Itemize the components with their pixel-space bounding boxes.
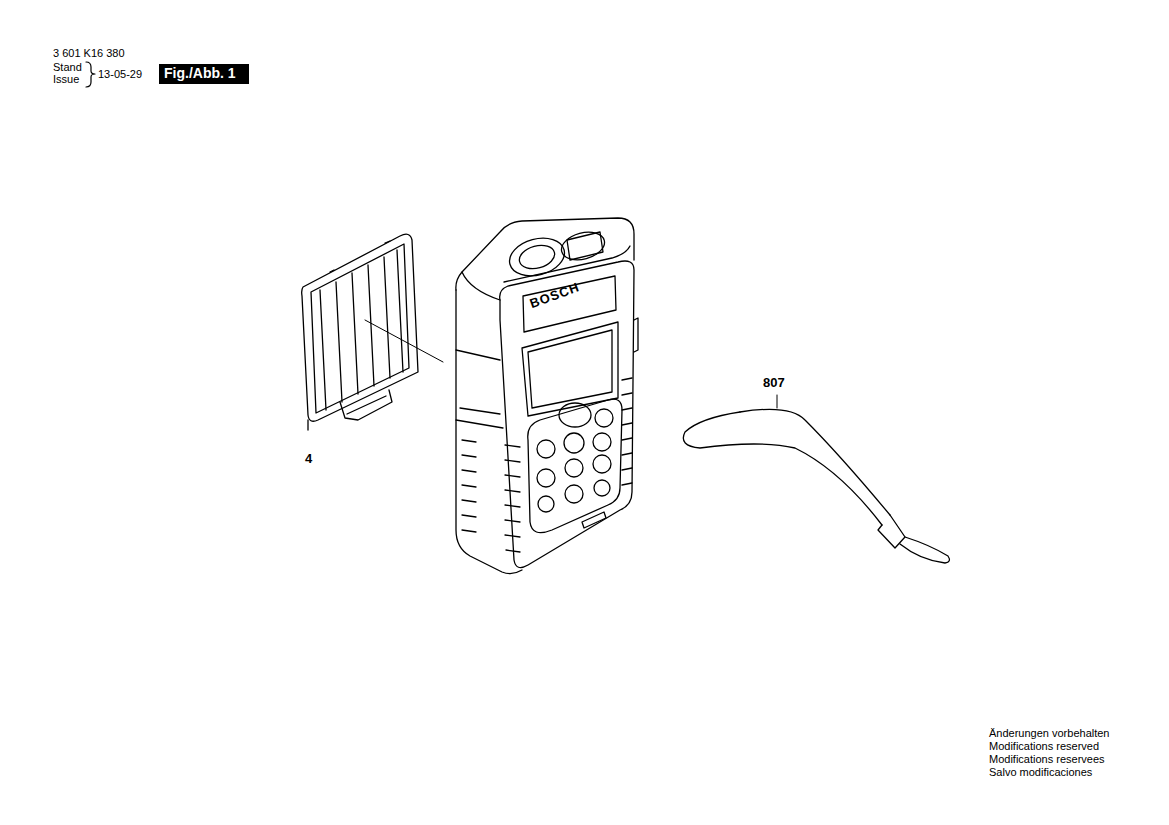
leader-line bbox=[365, 320, 443, 362]
note-text: Modifications reserved bbox=[989, 740, 1099, 752]
battery-cover bbox=[302, 234, 418, 430]
part-number: 3 601 K16 380 bbox=[53, 47, 125, 59]
note-text: Salvo modificaciones bbox=[989, 766, 1092, 778]
callout-number: 807 bbox=[763, 376, 785, 390]
callout-number: 4 bbox=[305, 452, 312, 466]
figure-tag: Fig./Abb. 1 bbox=[159, 64, 249, 84]
brand-logo: BOSCH bbox=[528, 280, 582, 311]
figure-label: Fig./Abb. 1 bbox=[164, 65, 244, 82]
wrist-strap bbox=[683, 409, 949, 563]
issue-date: 13-05-29 bbox=[98, 68, 142, 80]
laser-rangefinder-body bbox=[456, 218, 638, 574]
issue-label: Issue bbox=[53, 73, 79, 85]
leader-line bbox=[777, 395, 778, 408]
note-text: Änderungen vorbehalten bbox=[989, 727, 1109, 739]
note-text: Modifications reservees bbox=[989, 753, 1105, 765]
stand-label: Stand bbox=[53, 61, 82, 73]
brace bbox=[86, 62, 95, 87]
